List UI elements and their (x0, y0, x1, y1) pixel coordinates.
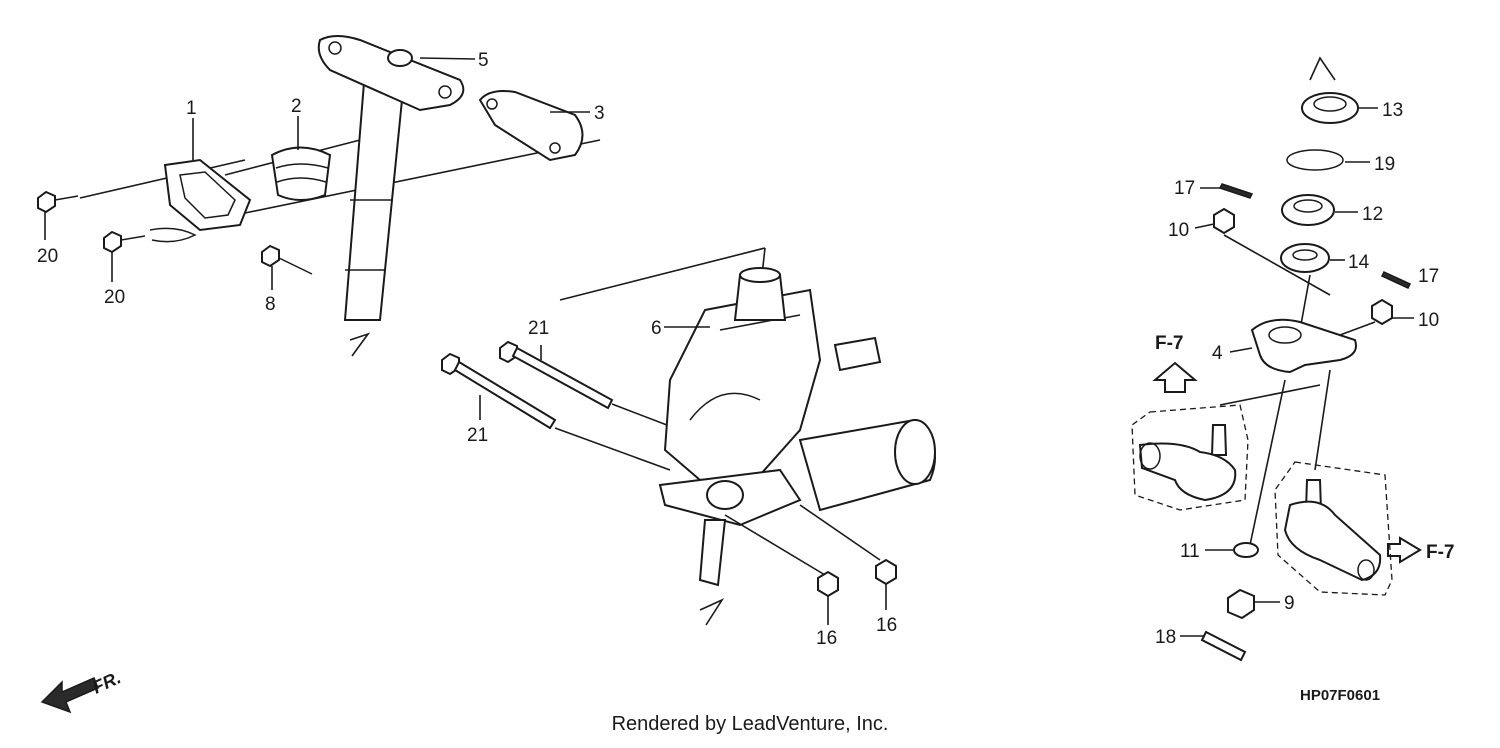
bolt-20-upper-part (37, 190, 79, 214)
part-label-17-lower: 17 (1418, 266, 1439, 287)
part-label-11: 11 (1180, 541, 1200, 562)
part-label-21-upper: 21 (528, 318, 549, 339)
pitman-arm-part (1250, 318, 1357, 374)
part-label-21-lower: 21 (467, 425, 488, 446)
nut-16-left-part (817, 570, 839, 598)
part-label-19: 19 (1374, 154, 1395, 175)
part-label-2: 2 (291, 96, 302, 117)
bolt-20-lower-part (103, 227, 197, 254)
washer-11-part (1233, 542, 1259, 558)
part-label-3: 3 (594, 103, 605, 124)
bolt-21-upper-part (499, 340, 614, 410)
column-top-bracket-part (317, 35, 465, 112)
bearing-12-part (1281, 194, 1335, 226)
part-label-4: 4 (1212, 343, 1223, 364)
part-label-group: 1 2 3 4 5 6 8 9 10 10 11 12 13 14 16 16 … (37, 50, 1455, 735)
power-steering-group (441, 247, 936, 626)
cotter-pin-17-lower-part (1380, 271, 1412, 289)
part-label-16-left: 16 (816, 628, 837, 649)
tie-rod-end-left-part (1138, 424, 1237, 502)
nut-9-part (1227, 588, 1255, 620)
footer-credit: Rendered by LeadVenture, Inc. (612, 713, 889, 735)
seal-14-part (1280, 243, 1330, 273)
tie-rod-group (1131, 56, 1422, 662)
part-label-16-right: 16 (876, 615, 897, 636)
part-label-1: 1 (186, 98, 197, 119)
part-label-20-upper: 20 (37, 246, 58, 267)
cotter-pin-18-part (1200, 630, 1247, 662)
part-label-10-upper: 10 (1168, 220, 1189, 241)
nut-10-upper-part (1213, 207, 1235, 235)
part-label-5: 5 (478, 50, 489, 71)
part-label-17-upper: 17 (1174, 178, 1195, 199)
column-shaft-part (343, 69, 407, 321)
cotter-pin-17-upper-part (1218, 183, 1254, 199)
part-label-12: 12 (1362, 204, 1383, 225)
steering-column-group (37, 35, 601, 357)
bolt-21-lower-part (441, 352, 557, 430)
ring-19-part (1286, 149, 1344, 171)
part-label-8: 8 (265, 294, 276, 315)
front-direction-arrow: FR. (40, 667, 124, 714)
front-direction-label: FR. (89, 667, 124, 697)
part-label-9: 9 (1284, 593, 1295, 614)
column-boot-part (270, 146, 332, 201)
ref-arrow-right (1387, 536, 1422, 564)
bolt-8-part (261, 244, 313, 275)
ref-label-f7-lower: F-7 (1426, 542, 1455, 563)
ref-arrow-up (1152, 361, 1198, 393)
nut-10-lower-part (1371, 298, 1393, 326)
part-label-20-lower: 20 (104, 287, 125, 308)
part-label-14: 14 (1348, 252, 1370, 273)
part-label-10-lower: 10 (1418, 310, 1439, 331)
part-label-6: 6 (651, 318, 662, 339)
part-label-18: 18 (1155, 627, 1176, 648)
column-bracket-part (163, 158, 252, 232)
ref-label-f7-upper: F-7 (1155, 333, 1184, 354)
diagram-code: HP07F0601 (1300, 687, 1380, 704)
tie-rod-end-right-part (1283, 479, 1382, 582)
part-label-13: 13 (1382, 100, 1403, 121)
nut-16-right-part (875, 558, 897, 586)
